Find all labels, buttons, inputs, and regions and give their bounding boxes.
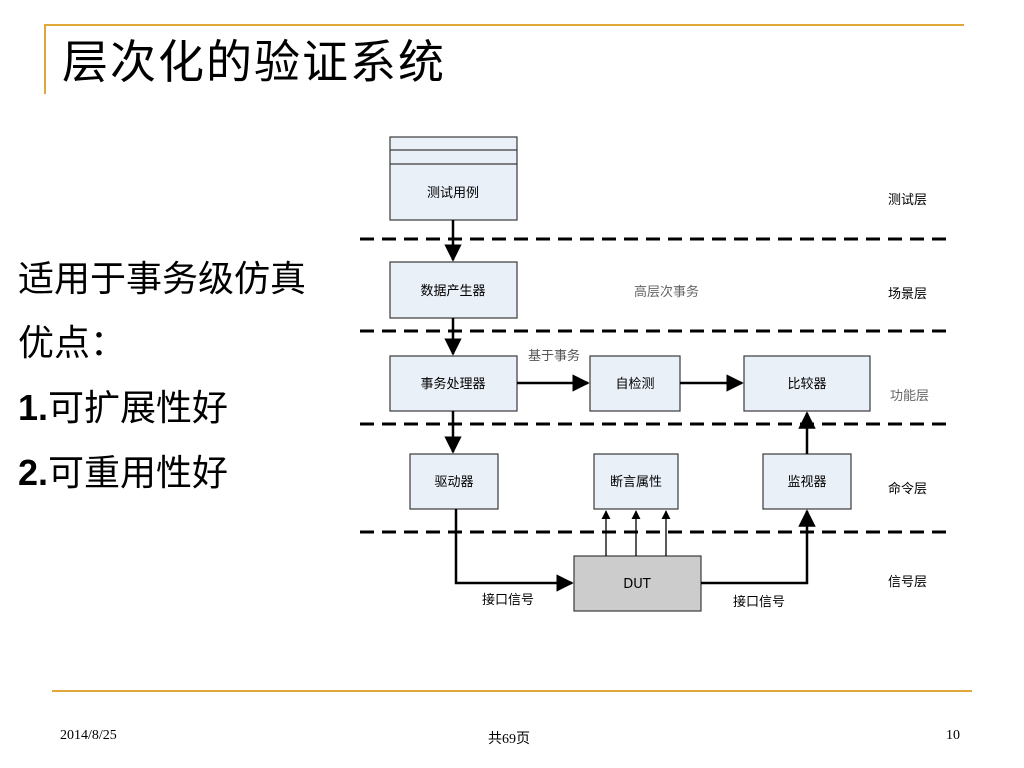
layer-label-signal: 信号层 — [888, 575, 927, 590]
transaction-processor-box — [389, 355, 518, 412]
bullet-item-1: 1.可扩展性好 — [18, 376, 306, 441]
bullet-item-1-number: 1. — [18, 387, 49, 428]
bullet-item-2: 2.可重用性好 — [18, 441, 306, 506]
title-accent-line — [44, 24, 964, 26]
high-level-transaction-label: 高层次事务 — [634, 284, 699, 300]
dut-label: DUT — [623, 577, 651, 592]
test-case-box — [389, 136, 518, 221]
monitor-box — [762, 453, 852, 510]
bullet-item-2-number: 2. — [18, 452, 49, 493]
footer-rule — [52, 690, 972, 692]
comparator-box — [743, 355, 871, 412]
layer-label-scenario: 场景层 — [888, 287, 927, 302]
driver-box — [409, 453, 499, 510]
dut-box — [573, 555, 702, 612]
assertion-label: 断言属性 — [610, 475, 662, 490]
interface-signal-left-label: 接口信号 — [482, 592, 534, 608]
layer-label-test: 测试层 — [888, 193, 927, 208]
bullet-line-1: 适用于事务级仿真 — [18, 259, 307, 300]
footer-date: 2014/8/25 — [60, 728, 117, 743]
self-check-label: 自检测 — [615, 377, 654, 392]
interface-signal-right-label: 接口信号 — [733, 594, 785, 610]
slide-title: 层次化的验证系统 — [62, 35, 446, 89]
arrow-dut-to-monitor — [701, 509, 816, 585]
driver-label: 驱动器 — [434, 475, 473, 490]
title-accent-bar — [44, 24, 46, 94]
assertion-box — [593, 453, 679, 510]
monitor-label: 监视器 — [787, 475, 826, 490]
bullet-list: 适用于事务级仿真 优点： 1.可扩展性好 2.可重用性好 — [18, 248, 306, 506]
bullet-item-2-text: 可重用性好 — [48, 453, 229, 494]
data-generator-label: 数据产生器 — [420, 284, 485, 299]
transaction-based-label: 基于事务 — [528, 348, 580, 364]
footer-page-number: 10 — [946, 728, 960, 743]
layer-label-function: 功能层 — [890, 389, 929, 404]
layer-separators — [360, 237, 950, 534]
transaction-processor-label: 事务处理器 — [420, 376, 485, 392]
self-check-box — [589, 355, 681, 412]
bullet-line-2: 优点： — [18, 323, 127, 364]
footer-total-pages: 共69页 — [488, 732, 530, 747]
arrow-driver-to-dut — [454, 509, 574, 592]
test-case-label: 测试用例 — [427, 186, 479, 201]
data-generator-box — [389, 261, 518, 319]
bullet-item-1-text: 可扩展性好 — [48, 388, 229, 429]
layer-label-command: 命令层 — [888, 481, 927, 497]
comparator-label: 比较器 — [787, 377, 826, 392]
